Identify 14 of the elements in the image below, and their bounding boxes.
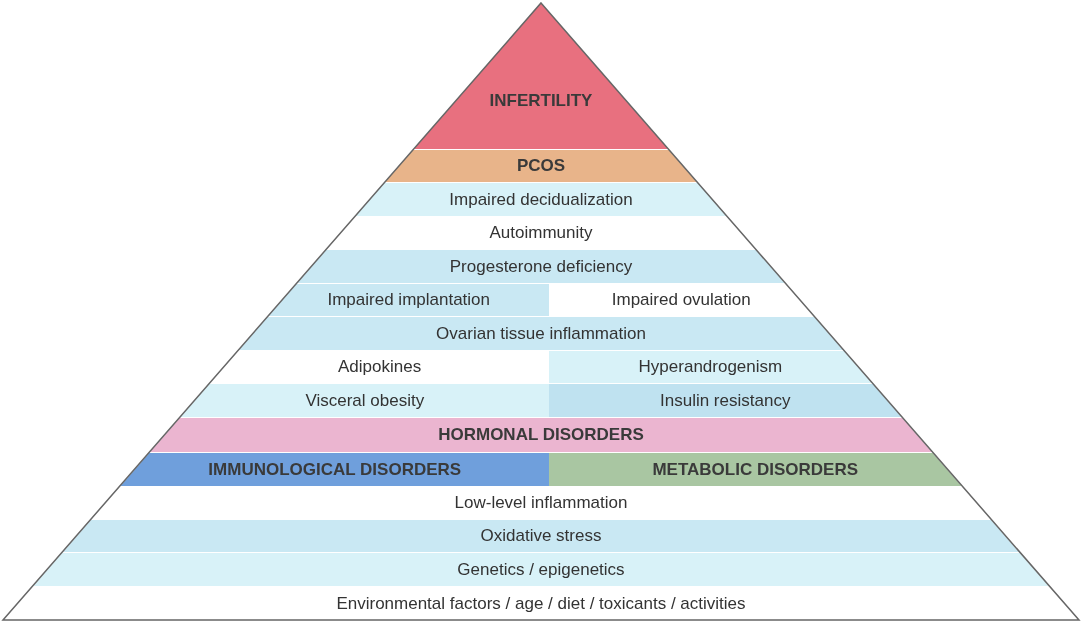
pyramid-tier: Visceral obesity (180, 384, 549, 417)
pyramid-tier: Genetics / epigenetics (33, 553, 1049, 586)
pyramid-tier: METABOLIC DISORDERS (549, 453, 962, 486)
pyramid-tier: INFERTILITY (413, 3, 669, 149)
pyramid-tier: Hyperandrogenism (549, 351, 872, 383)
pyramid-tier: Impaired decidualization (355, 183, 727, 216)
pyramid-tier: IMMUNOLOGICAL DISORDERS (120, 453, 549, 486)
pyramid-tier: Ovarian tissue inflammation (238, 317, 844, 350)
pyramid-tier: Impaired implantation (268, 284, 549, 316)
pyramid-tier: PCOS (385, 150, 697, 182)
pyramid-tier: Progesterone deficiency (297, 250, 785, 283)
pyramid-tier: HORMONAL DISORDERS (150, 418, 932, 452)
pyramid-tier: Oxidative stress (63, 520, 1019, 552)
pyramid-tier: Insulin resistancy (549, 384, 902, 417)
